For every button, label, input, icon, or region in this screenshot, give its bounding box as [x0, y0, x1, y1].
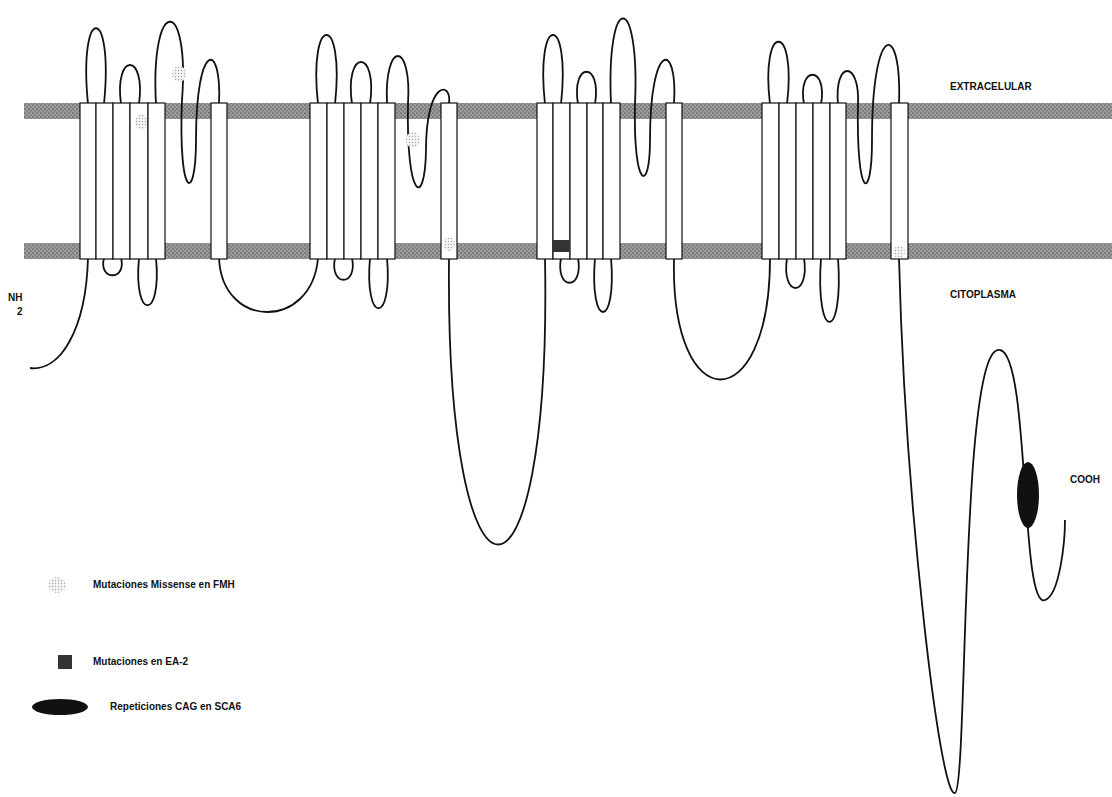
- label-holder: NH: [8, 292, 22, 304]
- legend-item: Mutaciones en EA-2: [93, 656, 188, 668]
- region-label: CITOPLASMA: [950, 289, 1016, 301]
- transmembrane-segments: [80, 103, 908, 259]
- ea2-mark: [553, 240, 569, 252]
- legend-swatch-group: [58, 655, 72, 669]
- legend-swatch-group: [32, 699, 88, 715]
- label-holder: COOH: [1070, 474, 1100, 486]
- legend-swatch: [48, 577, 66, 593]
- legend-swatch: [58, 655, 72, 669]
- chain-loops: [30, 19, 1065, 794]
- region-label: NH: [8, 292, 22, 304]
- missense-marks: [135, 66, 905, 258]
- legend-swatch-group: [48, 577, 66, 593]
- label-holder: CITOPLASMA: [950, 289, 1016, 301]
- region-label: COOH: [1070, 474, 1100, 486]
- legend-text: Mutaciones en EA-2: [93, 656, 188, 668]
- label-holder: EXTRACELULAR: [950, 81, 1032, 93]
- region-label: EXTRACELULAR: [950, 81, 1032, 93]
- legend-swatch: [32, 699, 88, 715]
- legend-item: Mutaciones Missense en FMH: [93, 579, 235, 591]
- cag-mark: [1017, 462, 1039, 528]
- legend-text: Repeticiones CAG en SCA6: [110, 701, 241, 713]
- legend-text: Mutaciones Missense en FMH: [93, 579, 235, 591]
- region-label: 2: [17, 306, 23, 318]
- label-holder: 2: [17, 306, 23, 318]
- legend-item: Repeticiones CAG en SCA6: [110, 701, 241, 713]
